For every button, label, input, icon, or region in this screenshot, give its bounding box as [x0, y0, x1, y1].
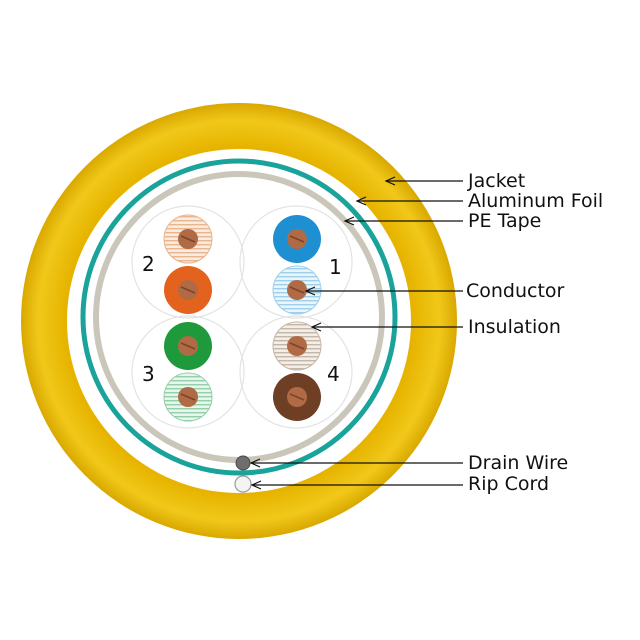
wire-green	[164, 322, 212, 370]
wire-blue	[273, 215, 321, 263]
pair-number-4: 4	[327, 362, 340, 386]
wire-white-green	[163, 372, 213, 422]
pair-1-boundary	[239, 205, 353, 319]
pair-number-3: 3	[142, 362, 155, 386]
rip-cord	[234, 475, 252, 493]
leader-lines	[249, 176, 463, 490]
wire-orange	[164, 266, 212, 314]
drain-wire	[235, 455, 251, 471]
aluminum-foil	[80, 158, 398, 476]
pair-3-boundary	[131, 315, 245, 429]
label-drain-wire: Drain Wire	[468, 452, 568, 474]
wire-white-blue	[272, 265, 322, 315]
label-jacket: Jacket	[467, 170, 525, 192]
label-conductor: Conductor	[466, 280, 565, 302]
label-pe-tape: PE Tape	[468, 210, 541, 232]
jacket-inner-space	[67, 149, 411, 493]
pair-2-boundary	[131, 205, 245, 319]
wire-white-orange	[163, 214, 213, 264]
pair-number-2: 2	[142, 252, 155, 276]
wire-brown	[273, 373, 321, 421]
label-insulation: Insulation	[468, 316, 561, 338]
label-aluminum-foil: Aluminum Foil	[468, 190, 603, 212]
wire-white-brown	[272, 321, 322, 371]
pair-number-1: 1	[329, 255, 342, 279]
pair-4-boundary	[239, 315, 353, 429]
label-rip-cord: Rip Cord	[468, 473, 549, 495]
